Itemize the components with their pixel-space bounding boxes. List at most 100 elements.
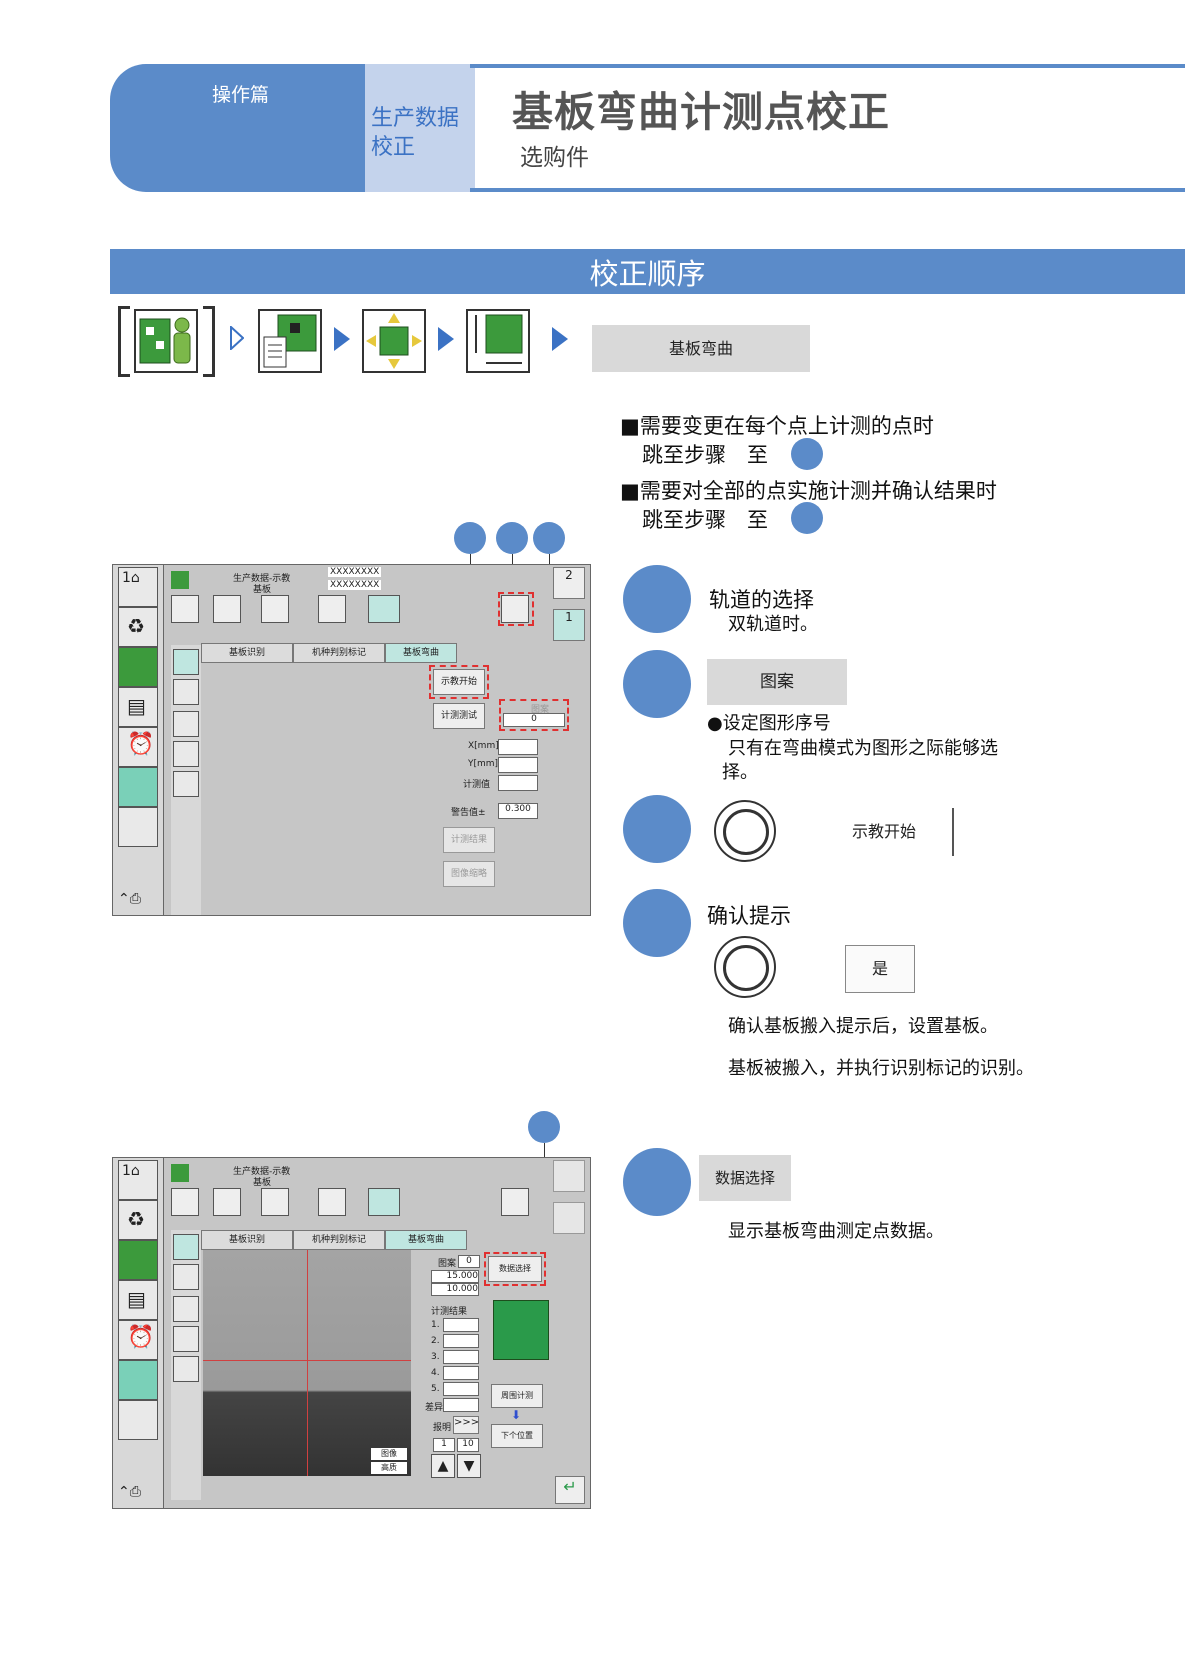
edit-tool[interactable] bbox=[213, 595, 241, 623]
device-icon[interactable] bbox=[118, 807, 158, 847]
cycle-icon[interactable]: ♻ bbox=[118, 1200, 158, 1240]
production-data-icon[interactable] bbox=[118, 1360, 158, 1400]
flow-arrow-icon bbox=[438, 327, 454, 351]
note-line2: ■需要对全部的点实施计测并确认结果时 bbox=[620, 479, 997, 503]
sub-nav-4[interactable] bbox=[173, 1326, 199, 1352]
chart-icon[interactable]: ▤ bbox=[118, 687, 158, 727]
step-3-circle bbox=[623, 795, 691, 863]
bracket-right bbox=[203, 306, 215, 377]
img-btn-1[interactable]: 图像 bbox=[371, 1448, 407, 1460]
jog-dial-icon[interactable] bbox=[714, 800, 776, 862]
tbl1-button[interactable] bbox=[553, 1202, 585, 1234]
tbl1-button[interactable]: 1 bbox=[553, 609, 585, 641]
teach-tool[interactable] bbox=[368, 1188, 400, 1216]
tab-board-warp[interactable]: 基板弯曲 bbox=[385, 1230, 467, 1250]
next-position-button[interactable]: 下个位置 bbox=[491, 1424, 543, 1448]
page-forward-button[interactable]: >>> bbox=[453, 1416, 479, 1434]
collapse-icon[interactable]: ⌃⎙ bbox=[118, 1484, 141, 1500]
image-button[interactable]: 图像缩略 bbox=[443, 861, 495, 887]
pattern-button[interactable]: 图案 bbox=[707, 659, 847, 705]
sub-nav-3[interactable] bbox=[173, 711, 199, 737]
img-btn-2[interactable]: 高质 bbox=[371, 1462, 407, 1474]
tab-model-mark[interactable]: 机种判别标记 bbox=[293, 643, 385, 663]
screen-teach-start: 1⌂ ♻ ▤ ⏰ ⌃⎙ 生产数据-示教 基板 XXXXXXXX XXXXXXXX… bbox=[112, 564, 591, 916]
x-field bbox=[498, 739, 538, 755]
alarm-icon[interactable]: ⏰ bbox=[118, 727, 158, 767]
up-arrow-icon[interactable]: ▲ bbox=[431, 1454, 455, 1478]
sub-nav-1[interactable] bbox=[173, 1234, 199, 1260]
lane-select-tool[interactable] bbox=[501, 1188, 529, 1216]
down-arrow-icon[interactable]: ▼ bbox=[457, 1454, 481, 1478]
step-4-desc1: 确认基板搬入提示后，设置基板。 bbox=[728, 1016, 998, 1037]
screen-title: 生产数据-示教 bbox=[233, 574, 291, 584]
warn-field[interactable]: 0.300 bbox=[498, 803, 538, 819]
return-icon[interactable]: ↵ bbox=[555, 1476, 585, 1504]
result-button[interactable]: 计测结果 bbox=[443, 827, 495, 853]
alarm-icon[interactable]: ⏰ bbox=[118, 1320, 158, 1360]
sub-nav-2[interactable] bbox=[173, 679, 199, 705]
data-select-key[interactable]: 数据选择 bbox=[699, 1155, 791, 1201]
pen-tool[interactable] bbox=[171, 595, 199, 623]
data-select-button[interactable]: 数据选择 bbox=[488, 1256, 542, 1282]
row-3: 3. bbox=[431, 1352, 440, 1362]
tbl2-button[interactable] bbox=[553, 1160, 585, 1192]
collapse-icon[interactable]: ⌃⎙ bbox=[118, 891, 141, 907]
step-2-bullet: ●设定图形序号 bbox=[707, 713, 831, 734]
step-2-circle bbox=[623, 650, 691, 718]
result-label: 计测结果 bbox=[431, 1307, 468, 1317]
board-tool[interactable] bbox=[261, 595, 289, 623]
board-icon[interactable] bbox=[118, 647, 158, 687]
board-warp-button[interactable]: 基板弯曲 bbox=[592, 325, 810, 372]
home-icon[interactable]: 1⌂ bbox=[118, 567, 158, 607]
subcategory-line2: 校正 bbox=[371, 135, 416, 160]
step-1-circle bbox=[623, 565, 691, 633]
cycle-icon[interactable]: ♻ bbox=[118, 607, 158, 647]
teach-icon bbox=[362, 309, 426, 373]
around-measure-button[interactable]: 周围计测 bbox=[491, 1384, 543, 1408]
row-4: 4. bbox=[431, 1368, 440, 1378]
lane-select-tool[interactable] bbox=[501, 595, 529, 623]
bracket-left bbox=[118, 306, 130, 377]
mark-tool[interactable] bbox=[318, 1188, 346, 1216]
step-4-desc2: 基板被搬入，并执行识别标记的识别。 bbox=[728, 1058, 1034, 1079]
tab-board-recognition[interactable]: 基板识别 bbox=[201, 643, 293, 663]
pen-tool[interactable] bbox=[171, 1188, 199, 1216]
y-field: 10.000 bbox=[431, 1283, 479, 1296]
home-icon[interactable]: 1⌂ bbox=[118, 1160, 158, 1200]
move-pad[interactable] bbox=[493, 1300, 549, 1360]
tab-board-recognition[interactable]: 基板识别 bbox=[201, 1230, 293, 1250]
edit-tool[interactable] bbox=[213, 1188, 241, 1216]
pattern-label: 图案 bbox=[438, 1259, 457, 1269]
sub-nav-2[interactable] bbox=[173, 1264, 199, 1290]
step-5-desc: 显示基板弯曲测定点数据。 bbox=[728, 1221, 944, 1242]
screen-title2: 基板 bbox=[253, 1178, 272, 1188]
board-tool[interactable] bbox=[261, 1188, 289, 1216]
sub-nav-5[interactable] bbox=[173, 771, 199, 797]
production-data-icon[interactable] bbox=[118, 767, 158, 807]
x-field: 15.000 bbox=[431, 1270, 479, 1283]
note-line1b: 跳至步骤 至 bbox=[642, 443, 768, 467]
data-select-highlight bbox=[484, 1252, 546, 1286]
sub-nav-1[interactable] bbox=[173, 649, 199, 675]
pattern-field[interactable]: 0 bbox=[458, 1255, 480, 1268]
teach-start-key[interactable]: 示教开始 bbox=[838, 808, 954, 856]
jog-dial-icon[interactable] bbox=[714, 936, 776, 998]
row-5: 5. bbox=[431, 1384, 440, 1394]
chart-icon[interactable]: ▤ bbox=[118, 1280, 158, 1320]
pattern-field[interactable]: 0 bbox=[503, 713, 565, 727]
teach-start-button[interactable]: 示教开始 bbox=[433, 669, 485, 695]
measure-test-button[interactable]: 计测测试 bbox=[433, 703, 485, 729]
tbl2-button[interactable]: 2 bbox=[553, 567, 585, 599]
board-icon[interactable] bbox=[118, 1240, 158, 1280]
sub-nav-5[interactable] bbox=[173, 1356, 199, 1382]
sub-nav-4[interactable] bbox=[173, 741, 199, 767]
tab-model-mark[interactable]: 机种判别标记 bbox=[293, 1230, 385, 1250]
tab-board-warp[interactable]: 基板弯曲 bbox=[385, 643, 457, 663]
device-icon[interactable] bbox=[118, 1400, 158, 1440]
callout-circle bbox=[454, 522, 486, 554]
teach-tool[interactable] bbox=[368, 595, 400, 623]
row-1: 1. bbox=[431, 1320, 440, 1330]
mark-tool[interactable] bbox=[318, 595, 346, 623]
sub-nav-3[interactable] bbox=[173, 1296, 199, 1322]
yes-key[interactable]: 是 bbox=[845, 945, 915, 993]
